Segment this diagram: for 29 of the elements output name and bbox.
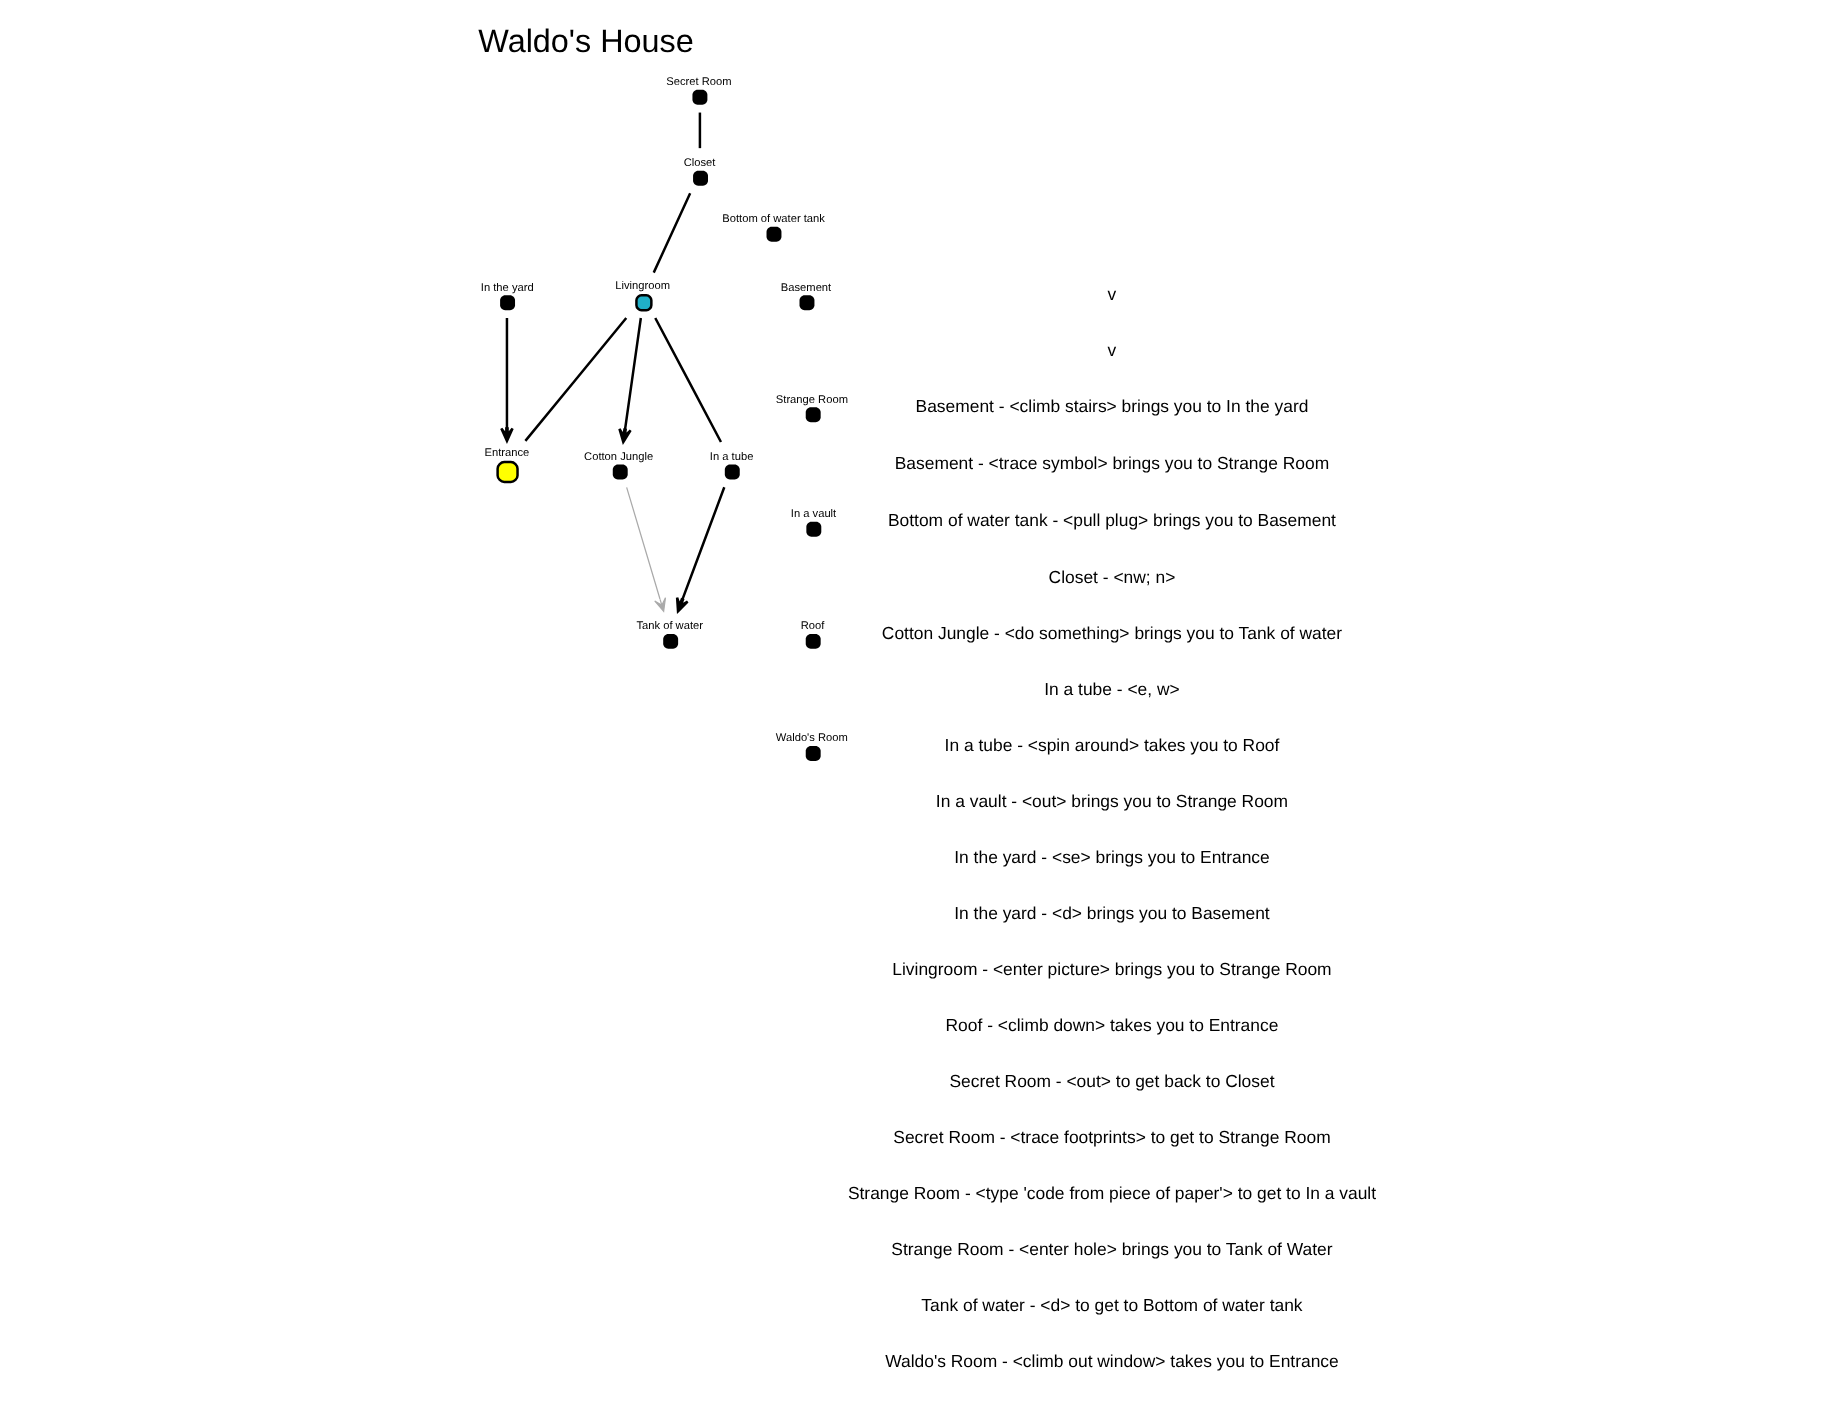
label: Strange Room - <type 'code from piece of paper'> to get to In a vault (847, 1182, 1377, 1203)
connector (698, 112, 702, 149)
connector (654, 317, 723, 443)
label: Secret Room - <out> to get back to Closet (949, 1070, 1275, 1091)
label: Basement - <climb stairs> brings you to In the yard (915, 395, 1309, 416)
label: Cotton Jungle - <do something> brings you to Tank of water (881, 622, 1343, 643)
diagram-title: Waldo's House (478, 24, 694, 61)
label: Roof - <climb down> takes you to Entrance (945, 1014, 1279, 1035)
label: Closet - <nw; n> (1048, 566, 1176, 587)
label: Basement - <trace symbol> brings you to Strange Room (894, 453, 1330, 474)
label: In a tube - <spin around> takes you to Roof (944, 734, 1280, 755)
arrow (618, 317, 643, 444)
label: In the yard - <d> brings you to Basement (954, 902, 1270, 923)
label: Bottom of water tank - <pull plug> brings you to Basement (887, 510, 1336, 531)
label: v (1107, 339, 1117, 360)
label: In a tube - <e, w> (1044, 678, 1180, 699)
arrow (500, 318, 514, 443)
connector (524, 317, 628, 442)
label: Secret Room - <trace footprints> to get to Strange Room (893, 1126, 1331, 1147)
label: In the yard - <se> brings you to Entrance (954, 846, 1270, 867)
arrow (626, 486, 667, 612)
arrow (675, 486, 726, 613)
label: Strange Room - <enter hole> brings you to Tank of Water (891, 1238, 1333, 1259)
label: Waldo's Room - <climb out window> takes you to Entrance (885, 1350, 1339, 1371)
label: Livingroom - <enter picture> brings you to Strange Room (892, 958, 1332, 979)
label: In a vault - <out> brings you to Strange Room (935, 790, 1289, 811)
connector (652, 192, 692, 274)
label: Tank of water - <d> to get to Bottom of water tank (921, 1294, 1303, 1315)
label: v (1107, 283, 1117, 304)
